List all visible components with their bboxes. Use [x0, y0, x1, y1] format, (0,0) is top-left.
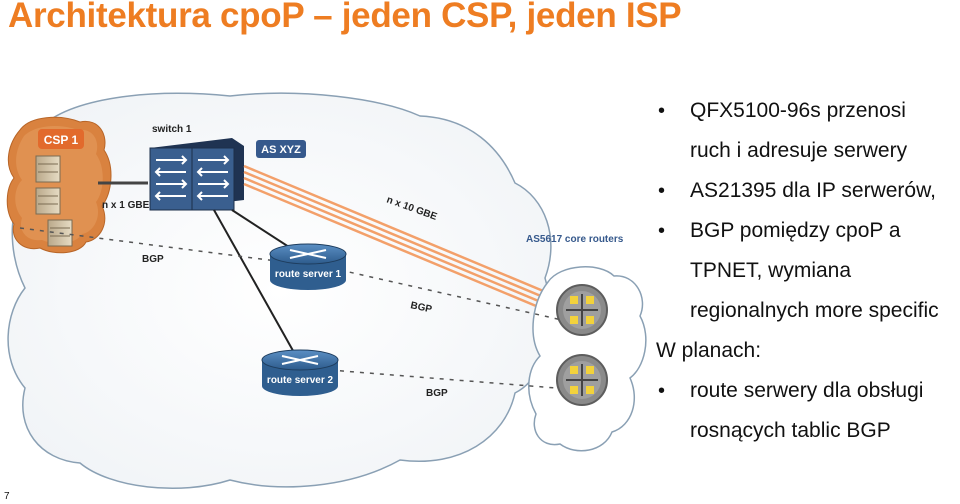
bullet-text: QFX5100-96s przenosi [690, 99, 906, 122]
csp-link-label: n x 1 GBE [102, 200, 150, 211]
slide-number: 7 [4, 491, 10, 502]
core-label: AS5617 core routers [526, 234, 624, 245]
csp-server-1 [35, 155, 61, 183]
switch-1 [149, 138, 244, 211]
bullet-dot: • [658, 220, 666, 242]
bullet-dot: • [658, 380, 666, 402]
bullet-item: • QFX5100-96s przenosi [656, 96, 960, 136]
bullet-text: ruch i adresuje serwery [690, 139, 908, 162]
bullet-dot: • [658, 100, 666, 122]
network-diagram: CSP 1 n x 1 GBE switch 1 AS XYZ [6, 92, 647, 489]
bullet-list: • QFX5100-96s przenosi ruch i adresuje s… [656, 96, 960, 456]
bullet-text: rosnących tablic BGP [690, 419, 891, 442]
core-router-1 [556, 284, 608, 336]
bullet-heading: W planach: [656, 336, 960, 376]
as-xyz-cloud [7, 92, 552, 489]
as-label: AS XYZ [261, 144, 301, 156]
bullet-text: TPNET, wymiana [690, 259, 852, 282]
bullet-text: route serwery dla obsługi [690, 379, 924, 402]
core-router-2 [556, 354, 608, 406]
bullet-item: • AS21395 dla IP serwerów, [656, 176, 960, 216]
bullet-item: • route serwery dla obsługi [656, 376, 960, 416]
bullet-dot: • [658, 180, 666, 202]
csp-label: CSP 1 [44, 133, 79, 147]
route-server-2-label: route server 2 [267, 375, 334, 386]
core-links [243, 164, 561, 318]
bgp-label-bottom: BGP [426, 388, 448, 399]
bullet-continuation: ruch i adresuje serwery [656, 136, 960, 176]
route-server-2: route server 2 [261, 349, 339, 396]
route-server-1: route server 1 [269, 243, 347, 290]
csp-server-2 [35, 187, 61, 215]
bullet-text: BGP pomiędzy cpoP a [690, 219, 901, 242]
bullet-text: AS21395 dla IP serwerów, [690, 179, 936, 202]
bullet-text: W planach: [656, 339, 762, 362]
bgp-label-left: BGP [142, 254, 164, 265]
bullet-continuation: rosnących tablic BGP [656, 416, 960, 456]
bullet-continuation: regionalnych more specific [656, 296, 960, 336]
bullet-item: • BGP pomiędzy cpoP a [656, 216, 960, 256]
bgp-label-mid: BGP [409, 300, 433, 315]
slide-title: Architektura cpoP – jeden CSP, jeden ISP [8, 0, 682, 35]
switch-label: switch 1 [152, 124, 192, 135]
bullet-text: regionalnych more specific [690, 299, 939, 322]
bullet-continuation: TPNET, wymiana [656, 256, 960, 296]
route-server-1-label: route server 1 [275, 269, 342, 280]
